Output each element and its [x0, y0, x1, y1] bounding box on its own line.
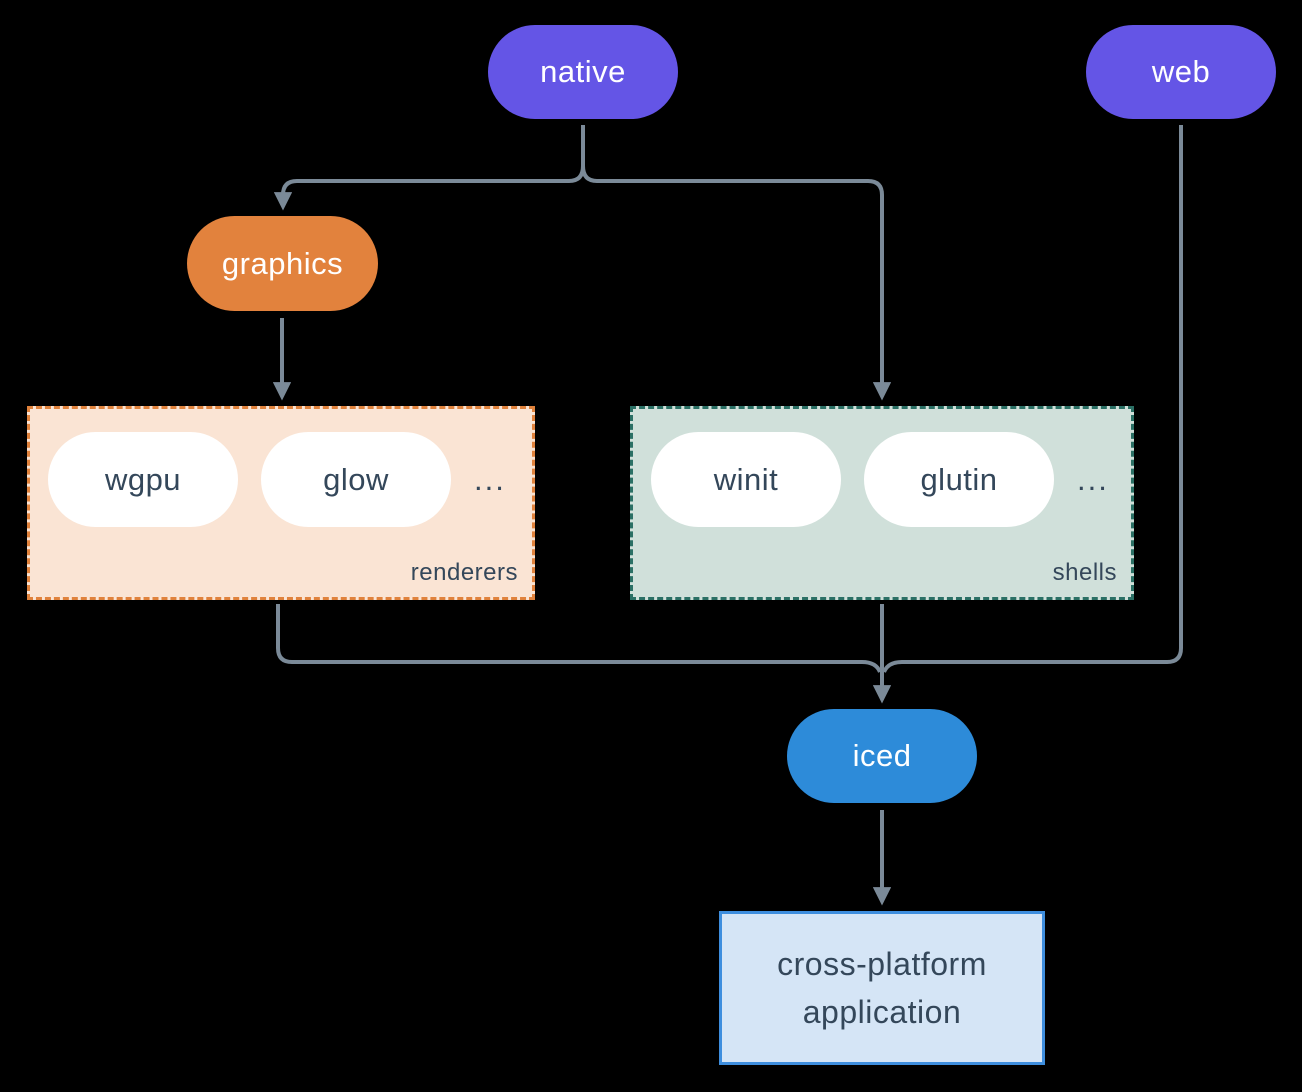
application-label-line2: application — [802, 994, 962, 1030]
node-glutin-label: glutin — [920, 461, 998, 497]
renderers-ellipsis: ... — [474, 461, 506, 497]
node-web-label: web — [1151, 54, 1211, 89]
group-renderers-label: renderers — [410, 559, 518, 586]
group-shells-label: shells — [1052, 559, 1117, 586]
edge-renderers-to-merge — [276, 604, 882, 673]
node-winit: winit — [651, 432, 841, 527]
node-wgpu: wgpu — [48, 432, 238, 527]
edge-web-to-merge — [882, 125, 1183, 673]
node-winit-label: winit — [713, 461, 779, 497]
group-renderers-items: wgpu glow ... — [30, 409, 532, 527]
node-graphics-label: graphics — [221, 245, 344, 281]
node-iced: iced — [787, 709, 977, 803]
group-shells-items: winit glutin ... — [633, 409, 1131, 527]
node-glow: glow — [261, 432, 451, 527]
node-iced-label: iced — [852, 738, 912, 773]
node-web: web — [1086, 25, 1276, 119]
node-wgpu-label: wgpu — [104, 461, 182, 497]
node-glow-label: glow — [323, 461, 389, 497]
edge-native-to-shells — [581, 165, 892, 401]
node-cross-platform-application: cross-platform application — [719, 911, 1045, 1065]
node-native-label: native — [540, 54, 626, 89]
edge-native-to-graphics — [273, 165, 585, 211]
node-graphics: graphics — [187, 216, 378, 311]
group-renderers: wgpu glow ... renderers — [27, 406, 535, 600]
application-label-line1: cross-platform — [777, 946, 987, 982]
shells-ellipsis: ... — [1077, 461, 1109, 497]
group-shells: winit glutin ... shells — [630, 406, 1134, 600]
node-native: native — [488, 25, 678, 119]
node-glutin: glutin — [864, 432, 1054, 527]
